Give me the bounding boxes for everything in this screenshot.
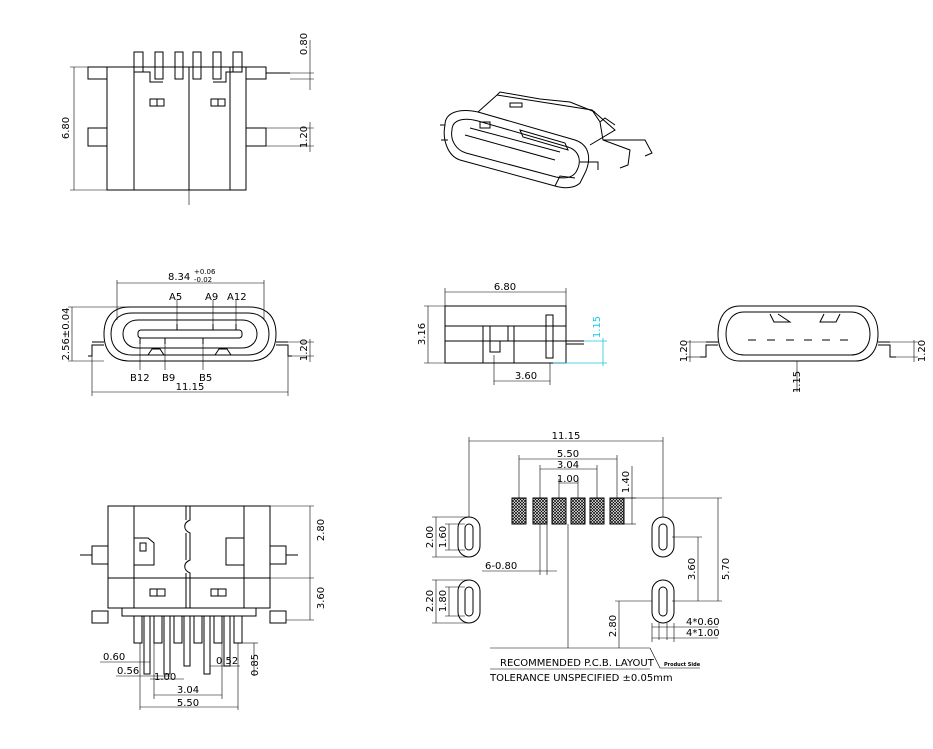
bottom-view: 2.80 3.60 0.60 0.56 1.00 0.52 0.85 3.04 … [80,505,327,710]
pin-label-b12: B12 [130,373,150,384]
pcb-layout-tolerance: TOLERANCE UNSPECIFIED ±0.05mm [489,673,673,684]
top-view: 6.80 0.80 1.20 [61,33,314,205]
pcb-dim-2-80: 2.80 [608,615,619,637]
rear-view: 1.20 1.20 1.15 [679,305,928,393]
front-view-dim-tab: 1.20 [299,339,310,361]
bottom-view-dim-0-60: 0.60 [103,652,125,663]
pin-label-a12: A12 [227,292,247,303]
top-view-dim-tab-side: 1.20 [299,126,310,148]
bottom-view-dim-0-52: 0.52 [216,656,238,667]
pcb-dim-2-00: 2.00 [425,526,436,548]
front-view-dim-width: 8.34 [168,272,190,283]
front-view-dim-total: 11.15 [176,382,205,393]
pcb-product-side: Product Side [664,662,701,668]
pcb-dim-4-0-60: 4*0.60 [686,617,720,628]
side-view-dim-length: 6.80 [494,282,516,293]
side-view: 6.80 3.16 1.15 3.60 [417,282,607,385]
pin-label-b9: B9 [162,373,175,384]
bottom-view-dim-0-56: 0.56 [117,666,139,677]
bottom-view-pins [133,615,243,675]
bottom-view-dim-0-85: 0.85 [250,654,261,676]
pcb-dim-1-60: 1.60 [438,526,449,548]
pcb-dim-6-0-80: 6-0.80 [485,561,517,572]
bottom-view-dim-3-04: 3.04 [177,685,199,696]
pcb-dim-1-80: 1.80 [438,590,449,612]
pin-label-b5: B5 [199,373,212,384]
front-view: 8.34 +0.06 -0.02 A5 A9 A12 B12 B9 B5 11.… [61,268,314,396]
pcb-pads [511,497,625,525]
bottom-view-dim-mid: 3.60 [316,587,327,609]
pcb-dim-3-60: 3.60 [687,558,698,580]
pcb-dim-1-40: 1.40 [621,471,632,493]
isometric-view [440,91,653,189]
front-view-dim-tol-minus: -0.02 [194,276,212,284]
pcb-dim-5-70: 5.70 [721,558,732,580]
front-view-dim-tol-plus: +0.06 [194,268,216,276]
pcb-dim-1-00: 1.00 [557,474,579,485]
pcb-dim-4-1-00: 4*1.00 [686,628,720,639]
bottom-view-dim-1-00: 1.00 [154,672,176,683]
pcb-dim-3-04: 3.04 [557,460,579,471]
pin-label-a5: A5 [169,292,182,303]
top-view-pins [133,51,243,83]
top-view-dim-height: 6.80 [61,117,72,139]
pcb-layout: 11.15 5.50 3.04 1.00 1.40 2.00 1.60 2.20 [425,431,732,684]
rear-view-dim-right: 1.20 [917,340,928,362]
pcb-dim-2-20: 2.20 [425,590,436,612]
top-view-dim-tab-top: 0.80 [299,33,310,55]
pcb-dim-5-50: 5.50 [557,449,579,460]
rear-view-dim-left: 1.20 [679,340,690,362]
pcb-dim-total: 11.15 [552,431,581,442]
bottom-view-dim-5-50: 5.50 [177,698,199,709]
rear-view-dim-bottom: 1.15 [792,371,803,393]
side-view-dim-inner: 3.60 [515,371,537,382]
bottom-view-dim-top: 2.80 [316,519,327,541]
side-view-dim-pin-offset: 1.15 [592,316,603,338]
side-view-dim-height: 3.16 [417,323,428,345]
front-view-dim-height: 2.56±0.04 [61,308,72,361]
pcb-layout-title: RECOMMENDED P.C.B. LAYOUT [500,658,655,669]
pin-label-a9: A9 [205,292,218,303]
